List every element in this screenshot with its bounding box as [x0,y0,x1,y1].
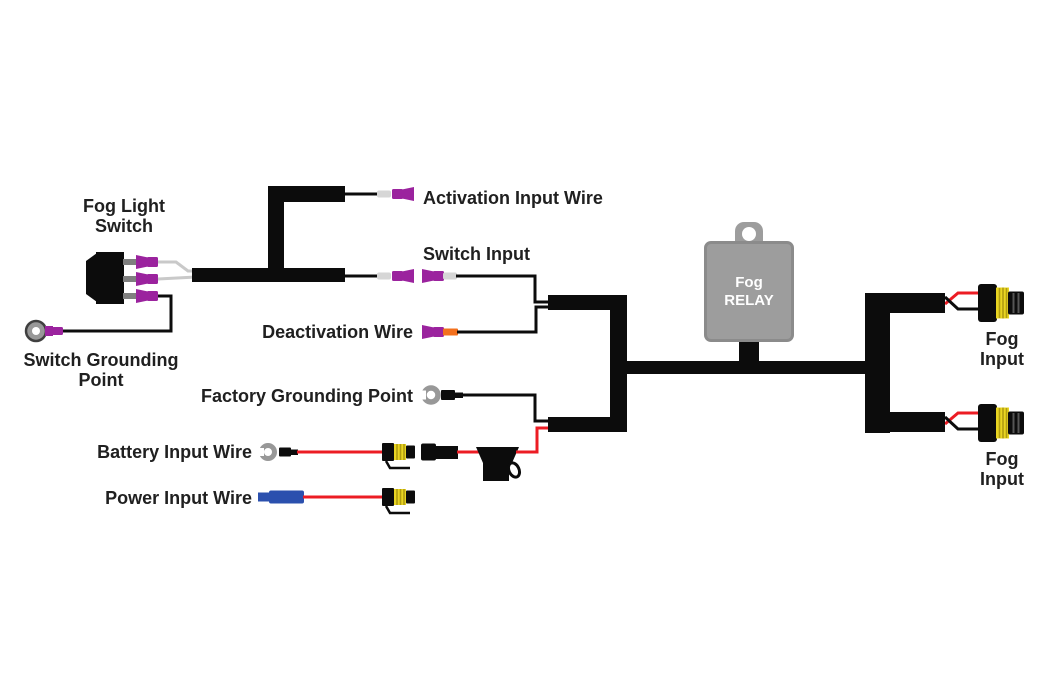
label-line: Fog Light [83,196,165,216]
label-line: Fog [985,449,1019,469]
deactivation-wire [422,305,549,339]
relay-label-line: RELAY [724,291,774,309]
relay-harness-stub [739,340,759,363]
switch-input-relay-connector [422,269,549,304]
harness-main-trunk [618,361,870,374]
activation-input-wire [345,187,414,201]
fog-input-top-label: Fog Input [957,329,1047,369]
harness-switch-riser [268,186,284,282]
battery-mating-connector [421,443,479,461]
activation-input-wire-label: Activation Input Wire [423,188,603,208]
fuse-holder-icon [476,426,549,481]
harness-fog-branch-bottom [865,412,945,432]
fog-output-top [943,283,1025,323]
power-input-wire [258,486,417,515]
label-line: Input [980,349,1024,369]
fog-light-switch-label: Fog Light Switch [64,196,184,236]
rocker-switch-icon [86,252,136,304]
label-line: Switch [94,216,153,236]
fog-output-bottom [943,403,1025,443]
harness-output-junction-column [865,293,890,433]
harness-fog-branch-top [865,293,945,313]
ring-terminal-icon [24,319,63,343]
relay-mounting-hole [742,227,756,241]
switch-connector-icons [136,255,158,303]
battery-input-wire-label: Battery Input Wire [97,442,252,462]
switch-input-label: Switch Input [423,244,530,264]
fog-input-bottom-label: Fog Input [957,449,1047,489]
fog-relay: Fog RELAY [704,241,794,342]
switch-ground-wire [56,294,173,333]
switch-signal-wires [157,260,197,281]
harness-activation-stub [268,186,345,202]
harness-power-junction-bottom [548,417,627,432]
factory-grounding-point-label: Factory Grounding Point [201,386,413,406]
label-line: Fog [985,329,1019,349]
factory-ground-wire [418,385,549,423]
power-input-wire-label: Power Input Wire [105,488,252,508]
deactivation-wire-label: Deactivation Wire [262,322,413,342]
harness-input-junction-top [548,295,627,310]
battery-input-wire [256,441,417,470]
harness-switch-trunk [192,268,345,282]
label-line: Input [980,469,1024,489]
label-line: Switch Grounding [23,350,179,370]
switch-grounding-point-label: Switch Grounding Point [11,350,191,390]
relay-label-line: Fog [735,273,763,291]
switch-input-harness-connector [345,269,414,283]
label-line: Point [78,370,124,390]
